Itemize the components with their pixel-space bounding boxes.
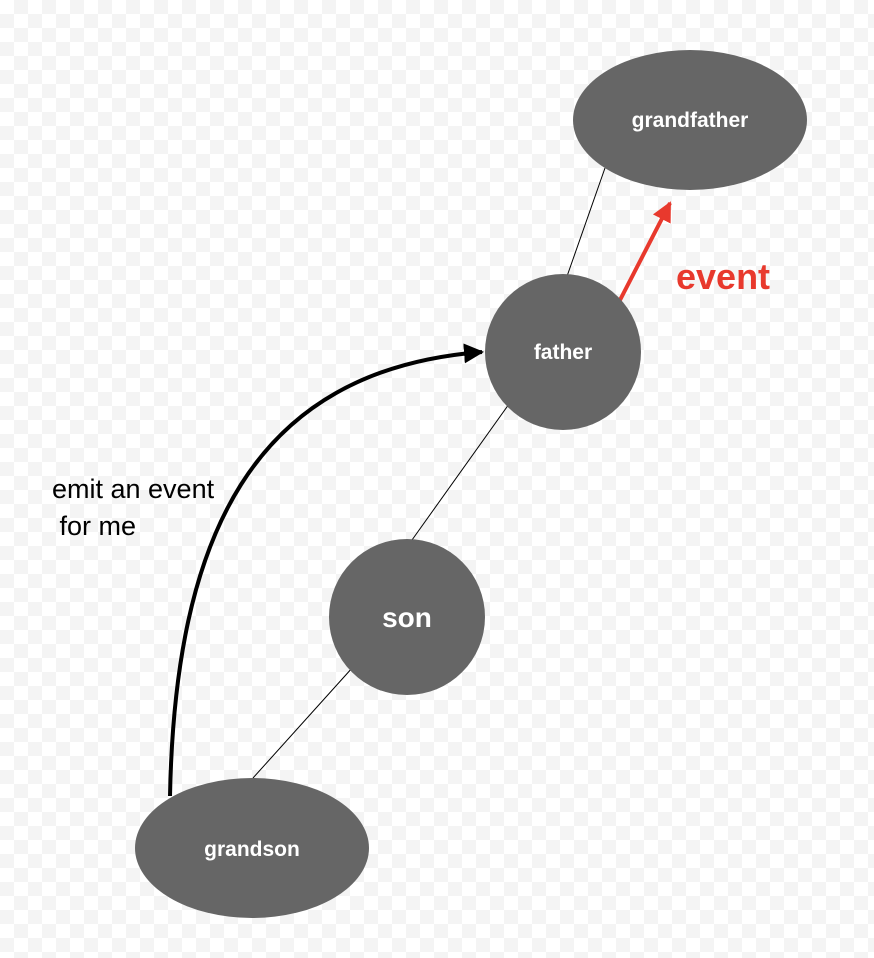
node-grandfather: grandfather — [573, 50, 807, 190]
node-father-shape — [485, 274, 641, 430]
node-grandson: grandson — [135, 778, 369, 918]
connector-grandfather-father — [564, 167, 606, 283]
event-arrow — [617, 201, 672, 303]
emit-arrow — [168, 343, 484, 797]
node-father: father — [485, 274, 641, 430]
node-grandson-shape — [135, 778, 369, 918]
connector-father-son — [406, 403, 510, 548]
event-label: event — [676, 256, 770, 297]
node-son-label: son — [382, 602, 432, 633]
node-grandfather-label: grandfather — [632, 109, 749, 132]
node-son: son — [329, 539, 485, 695]
emit-caption-line2: for me — [52, 511, 136, 541]
emit-caption-line1: emit an event — [52, 474, 215, 504]
connector-son-grandson — [252, 666, 354, 779]
node-father-label: father — [534, 341, 592, 364]
node-grandfather-shape — [573, 50, 807, 190]
node-grandson-label: grandson — [204, 838, 300, 861]
node-son-shape — [329, 539, 485, 695]
